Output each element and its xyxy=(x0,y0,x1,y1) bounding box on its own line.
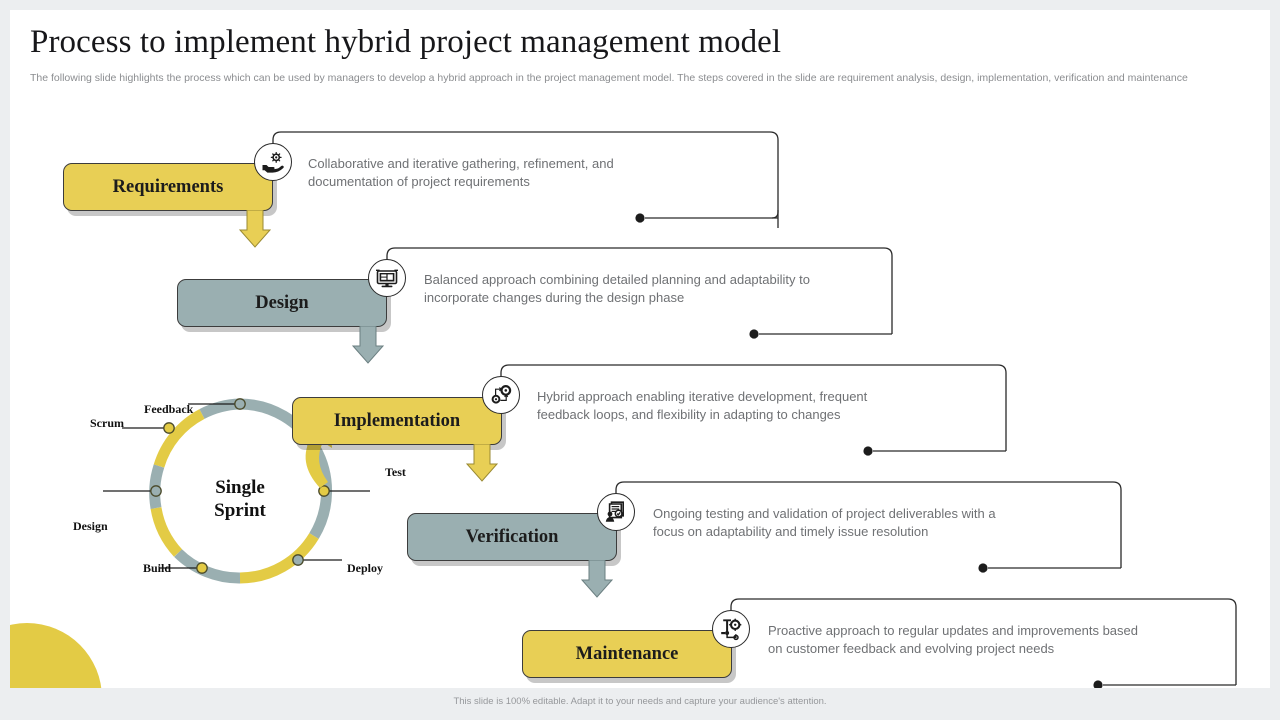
wrench-gear-icon xyxy=(712,610,750,648)
callout-bracket-design xyxy=(386,247,893,339)
step-pill-requirements[interactable]: Requirements xyxy=(63,163,273,211)
design-board-icon xyxy=(368,259,406,297)
slide-canvas: Process to implement hybrid project mana… xyxy=(10,10,1270,710)
sprint-center-line1: Single xyxy=(215,477,265,498)
callout-bracket-implementation xyxy=(500,364,1007,456)
callout-bracket-maintenance xyxy=(730,598,1237,690)
callout-text-verification: Ongoing testing and validation of projec… xyxy=(653,506,996,539)
footer-note: This slide is 100% editable. Adapt it to… xyxy=(453,696,827,707)
document-check-magnifier-icon xyxy=(597,493,635,531)
hand-holding-gear-icon xyxy=(254,143,292,181)
sprint-node-label-design: Design xyxy=(73,519,108,533)
flow-arrow-requirements-to-design xyxy=(238,210,272,248)
flow-arrow-verification-to-maintenance xyxy=(580,560,614,598)
sprint-node-test[interactable]: Test xyxy=(385,465,406,480)
callout-bracket-requirements xyxy=(272,131,779,228)
gears-network-icon xyxy=(482,376,520,414)
sprint-node-feedback[interactable]: Feedback xyxy=(144,402,193,417)
step-pill-verification[interactable]: Verification xyxy=(407,513,617,561)
step-pill-maintenance[interactable]: Maintenance xyxy=(522,630,732,678)
sprint-node-label-test: Test xyxy=(385,465,406,479)
step-label-maintenance: Maintenance xyxy=(575,643,679,664)
sprint-node-design[interactable]: Design xyxy=(73,519,108,534)
callout-text-design: Balanced approach combining detailed pla… xyxy=(424,272,810,305)
sprint-node-label-build: Build xyxy=(143,561,172,575)
step-label-implementation: Implementation xyxy=(333,410,461,431)
flow-arrow-implementation-to-verification xyxy=(465,444,499,482)
sprint-center-label: Single Sprint xyxy=(180,476,300,522)
callout-bracket-verification xyxy=(615,481,1122,573)
sprint-node-scrum[interactable]: Scrum xyxy=(90,416,124,431)
step-label-requirements: Requirements xyxy=(112,176,224,197)
sprint-node-label-feedback: Feedback xyxy=(144,402,194,416)
page-title: Process to implement hybrid project mana… xyxy=(30,24,782,60)
sprint-center-line2: Sprint xyxy=(214,500,266,521)
page-subtitle: The following slide highlights the proce… xyxy=(30,72,1188,84)
step-label-verification: Verification xyxy=(465,526,559,547)
sprint-node-label-scrum: Scrum xyxy=(90,416,124,430)
step-pill-design[interactable]: Design xyxy=(177,279,387,327)
callout-text-implementation: Hybrid approach enabling iterative devel… xyxy=(537,389,868,422)
callout-text-requirements: Collaborative and iterative gathering, r… xyxy=(308,156,614,189)
footer-bar xyxy=(10,688,1270,710)
sprint-node-deploy[interactable]: Deploy xyxy=(347,561,383,576)
sprint-node-label-deploy: Deploy xyxy=(347,561,383,575)
flow-arrow-design-to-implementation xyxy=(351,326,385,364)
step-pill-implementation[interactable]: Implementation xyxy=(292,397,502,445)
step-label-design: Design xyxy=(255,292,309,313)
sprint-node-build[interactable]: Build xyxy=(143,561,171,576)
callout-text-maintenance: Proactive approach to regular updates an… xyxy=(768,623,1138,656)
